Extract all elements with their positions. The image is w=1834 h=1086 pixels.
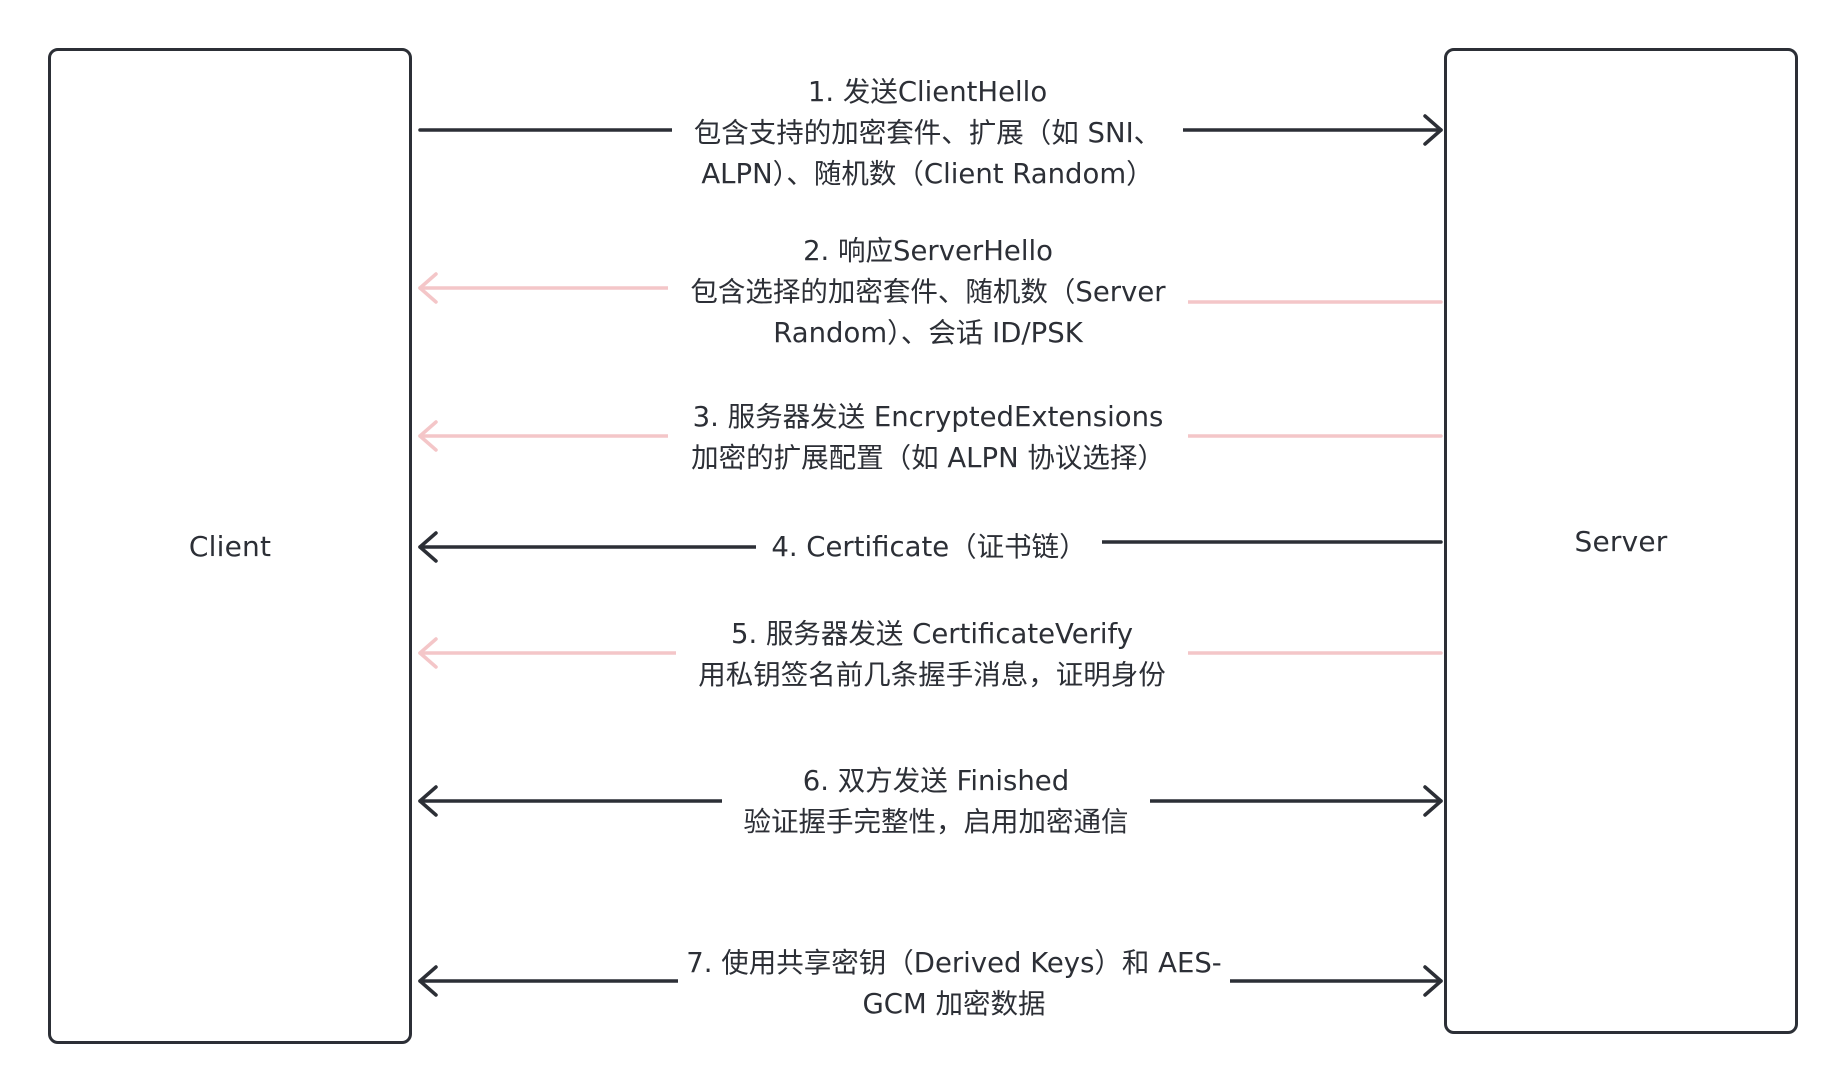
message-1-line-2-text: 包含支持的加密套件、扩展（如 SNI、 (693, 117, 1162, 149)
server-box: Server (1444, 48, 1798, 1034)
message-6-label: 6. 双方发送 Finished 验证握手完整性，启用加密通信 (722, 761, 1150, 843)
message-2-line-2-text: 包含选择的加密套件、随机数（Server (690, 276, 1166, 308)
message-7-line-1-text: 7. 使用共享密钥（Derived Keys）和 AES- (686, 947, 1222, 979)
server-label: Server (1574, 524, 1668, 558)
message-1-line-1-text: 1. 发送ClientHello (807, 76, 1048, 108)
message-3-line-1-text: 3. 服务器发送 EncryptedExtensions (692, 401, 1164, 433)
message-7-label: 7. 使用共享密钥（Derived Keys）和 AES- GCM 加密数据 (678, 943, 1230, 1025)
message-2-arrowhead-left (418, 272, 438, 304)
message-2-line-1-text: 2. 响应ServerHello (803, 235, 1053, 267)
client-box: Client (48, 48, 412, 1044)
message-7-line-2-text: GCM 加密数据 (862, 988, 1046, 1020)
message-4-line-1-text: 4. Certificate（证书链） (771, 531, 1087, 563)
client-label: Client (188, 529, 272, 563)
message-7-arrowhead-right (1423, 965, 1443, 997)
message-3-arrowhead-left (418, 420, 438, 452)
message-6-line-2-text: 验证握手完整性，启用加密通信 (743, 806, 1129, 838)
message-1-arrowhead-right (1423, 114, 1443, 146)
message-3-label: 3. 服务器发送 EncryptedExtensions 加密的扩展配置（如 AL… (668, 397, 1188, 479)
message-5-line-1-text: 5. 服务器发送 CertificateVerify (730, 618, 1134, 650)
message-6-arrowhead-left (418, 785, 438, 817)
message-4-arrowhead-left (418, 531, 438, 563)
message-1-label: 1. 发送ClientHello 包含支持的加密套件、扩展（如 SNI、 ALPN）… (672, 72, 1183, 195)
message-6-line-1-text: 6. 双方发送 Finished (802, 765, 1070, 797)
message-5-label: 5. 服务器发送 CertificateVerify 用私钥签名前几条握手消息，证… (676, 614, 1188, 696)
message-5-line-2-text: 用私钥签名前几条握手消息，证明身份 (698, 659, 1166, 691)
message-3-line-2-text: 加密的扩展配置（如 ALPN 协议选择） (691, 442, 1165, 474)
message-7-arrowhead-left (418, 965, 438, 997)
message-1-line-3-text: ALPN）、随机数（Client Random） (701, 158, 1154, 190)
message-6-arrowhead-right (1423, 785, 1443, 817)
message-5-arrowhead-left (418, 637, 438, 669)
message-2-line-3-text: Random）、会话 ID/PSK (773, 317, 1083, 349)
message-4-label: 4. Certificate（证书链） (756, 527, 1102, 568)
